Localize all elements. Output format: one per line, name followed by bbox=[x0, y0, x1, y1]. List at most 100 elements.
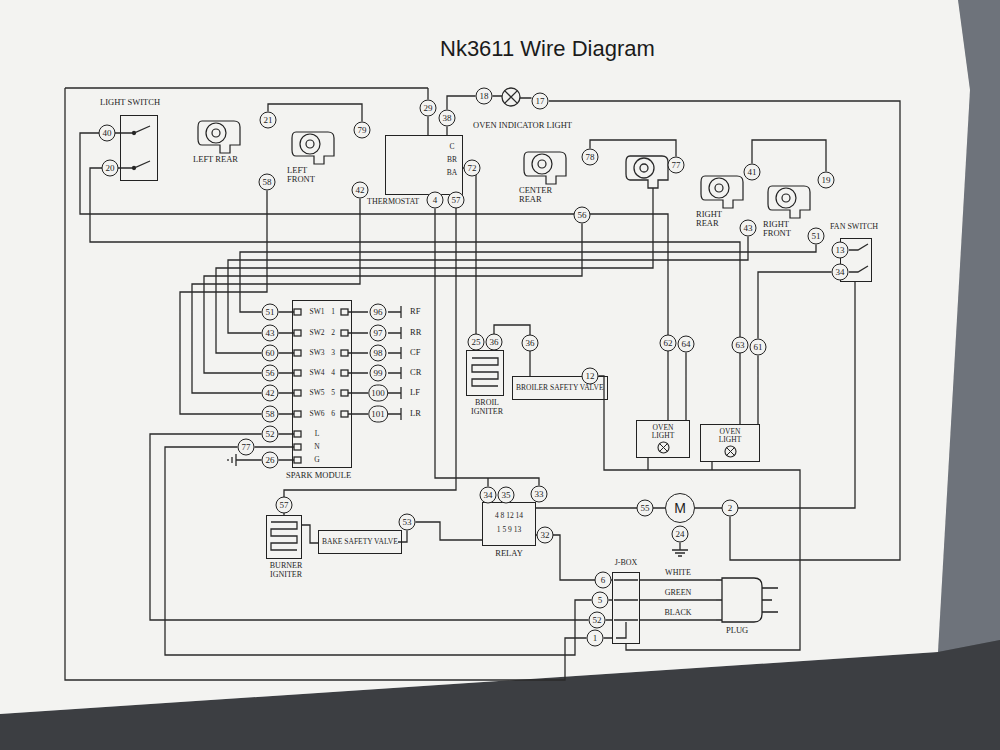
callout-number: 77 bbox=[668, 157, 685, 174]
pin-label: 4 bbox=[330, 369, 336, 377]
callout-number: 42 bbox=[262, 385, 279, 402]
callout-number: 12 bbox=[582, 368, 599, 385]
safety-valve-box: BAKE SAFETY VALVE bbox=[318, 530, 402, 554]
valve-knob bbox=[634, 158, 654, 178]
callout-number: 36 bbox=[486, 334, 503, 351]
callout-number: 34 bbox=[480, 487, 497, 504]
junction-wire bbox=[604, 580, 639, 638]
callout-number: 99 bbox=[370, 365, 387, 382]
callout-number: 96 bbox=[370, 304, 387, 321]
component-label: RIGHT FRONT bbox=[760, 220, 809, 239]
spark-terminal bbox=[294, 330, 301, 336]
part-label: RR bbox=[409, 328, 422, 337]
callout-number: 43 bbox=[740, 220, 757, 237]
pin-label: C bbox=[448, 143, 455, 151]
component-label: PLUG bbox=[716, 626, 786, 635]
oven-light-box: OVEN LIGHT bbox=[700, 424, 760, 462]
callout-number: 1 bbox=[587, 630, 604, 647]
component-label: M bbox=[674, 501, 686, 515]
callout-number: 21 bbox=[260, 112, 277, 129]
wire-connector bbox=[80, 133, 668, 420]
spark-terminal bbox=[294, 390, 301, 396]
callout-number: 4 bbox=[427, 192, 444, 209]
valve-knob bbox=[306, 140, 314, 148]
callout-number: 52 bbox=[262, 426, 279, 443]
plug-prong bbox=[716, 580, 778, 620]
wire-connector bbox=[463, 168, 476, 350]
oven-light-box: OVEN LIGHT bbox=[636, 420, 690, 458]
spark-bus-wire bbox=[180, 188, 816, 414]
callout-number: 101 bbox=[368, 406, 388, 423]
spark-terminal bbox=[294, 444, 301, 450]
valve-knob bbox=[709, 178, 729, 198]
callout-number: 72 bbox=[464, 160, 481, 177]
pin-label: BA bbox=[446, 169, 458, 177]
switch-pivot bbox=[133, 167, 136, 170]
pin-label: SW3 bbox=[309, 349, 326, 357]
relay-box: RELAY bbox=[482, 502, 536, 546]
valve-symbol bbox=[626, 156, 668, 188]
indicator-lamp-cross bbox=[505, 91, 518, 104]
pin-label: SW1 bbox=[309, 308, 326, 316]
valve-knob bbox=[532, 154, 552, 174]
callout-number: 98 bbox=[370, 345, 387, 362]
part-label: CR bbox=[409, 368, 422, 377]
valve-symbol bbox=[288, 126, 338, 166]
callout-number: 18 bbox=[476, 88, 493, 105]
igniter-box: BURNER IGNITER bbox=[266, 515, 302, 559]
wire-connector bbox=[695, 282, 855, 508]
wire-connector bbox=[640, 579, 716, 580]
callout-number: 19 bbox=[818, 172, 835, 189]
wire-connector bbox=[90, 168, 740, 424]
valve-body bbox=[524, 152, 566, 184]
valve-body bbox=[292, 132, 334, 164]
callout-number: 64 bbox=[678, 336, 695, 353]
spark-pin-wire bbox=[255, 312, 369, 460]
spark-terminal bbox=[294, 457, 301, 463]
spark-terminal bbox=[341, 350, 348, 356]
callout-number: 56 bbox=[262, 365, 279, 382]
valve-knob bbox=[300, 134, 320, 154]
pin-label: SW6 bbox=[309, 410, 326, 418]
callout-number: 55 bbox=[637, 500, 654, 517]
spark-terminal bbox=[294, 309, 301, 315]
valve-symbol bbox=[194, 115, 244, 155]
part-label: LR bbox=[409, 409, 422, 418]
callout-number: 57 bbox=[276, 497, 293, 514]
lamp-cross bbox=[726, 448, 734, 456]
callout-number: 52 bbox=[589, 612, 606, 629]
lamp-cross bbox=[659, 444, 667, 452]
pin-label: 4 8 12 14 bbox=[494, 512, 524, 520]
callout-number: 78 bbox=[582, 149, 599, 166]
component-label: SPARK MODULE bbox=[285, 471, 352, 480]
valve-knob bbox=[640, 164, 648, 172]
pin-label: N bbox=[313, 443, 320, 451]
callout-number: 5 bbox=[592, 592, 609, 609]
callout-number: 57 bbox=[448, 192, 465, 209]
wire-color-label: WHITE bbox=[664, 569, 692, 578]
callout-number: 36 bbox=[522, 335, 539, 352]
pin-label: G bbox=[313, 456, 320, 464]
gas-valve: RIGHT FRONT bbox=[760, 180, 816, 239]
diagram-title: Nk3611 Wire Diagram bbox=[440, 36, 655, 62]
pin-label: 3 bbox=[330, 349, 336, 357]
pin-label: SW5 bbox=[309, 389, 326, 397]
callout-number: 56 bbox=[574, 207, 591, 224]
wire-color-label: GREEN bbox=[664, 589, 693, 598]
callout-number: 24 bbox=[672, 526, 689, 543]
callout-number: 43 bbox=[262, 325, 279, 342]
switch-contact bbox=[121, 126, 868, 272]
callout-number: 97 bbox=[370, 325, 387, 342]
motor-circle: M bbox=[665, 493, 695, 523]
component-label: OVEN LIGHT bbox=[713, 428, 747, 444]
component-label: RELAY bbox=[494, 549, 524, 558]
callout-number: 29 bbox=[420, 100, 437, 117]
callout-number: 61 bbox=[750, 339, 767, 356]
part-label: OVEN INDICATOR LIGHT bbox=[472, 121, 573, 130]
wire-connector bbox=[284, 195, 456, 515]
gas-valve: CENTER REAR bbox=[516, 146, 578, 205]
valve-symbol bbox=[520, 146, 570, 186]
valve-symbol bbox=[697, 170, 747, 210]
pin-label: 1 bbox=[330, 308, 336, 316]
component-label: FAN SWITCH bbox=[829, 223, 879, 232]
